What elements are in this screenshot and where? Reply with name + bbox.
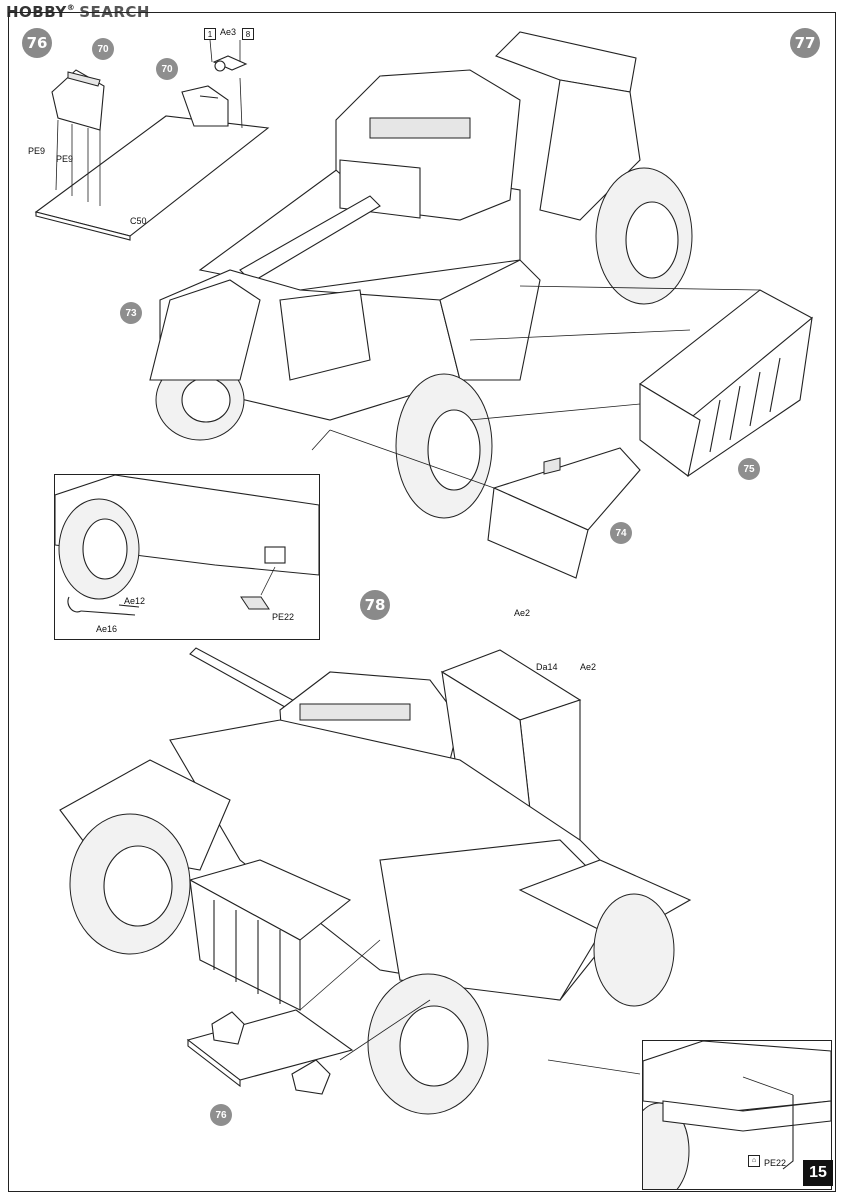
instruction-page-frame [8,12,836,1192]
callout-75: 75 [738,458,760,480]
inset-bracket-drawing [643,1041,831,1189]
part-box-1: 1 [204,28,216,40]
inset-fender-drawing [55,475,319,616]
label-ae3: Ae3 [220,27,237,37]
label-pe9-a: PE9 [28,146,46,156]
photo-etch-icon: ⌂ [748,1155,760,1167]
label-da14: Da14 [536,662,558,672]
label-ae2-b: Ae2 [580,662,597,672]
detail-inset-bracket [642,1040,832,1190]
callout-70-b: 70 [156,58,178,80]
label-ae12: Ae12 [124,596,146,606]
step-78-number: 78 [360,590,390,620]
callout-76: 76 [210,1104,232,1126]
step-77-number: 77 [790,28,820,58]
label-c50: C50 [130,216,147,226]
part-box-8: 8 [242,28,254,40]
label-pe22-a: PE22 [272,612,295,622]
label-pe9-b: PE9 [56,154,74,164]
label-ae16: Ae16 [96,624,118,634]
callout-73: 73 [120,302,142,324]
step-76-number: 76 [22,28,52,58]
step76-plate-drawing [34,39,270,241]
callout-74: 74 [610,522,632,544]
callout-70-a: 70 [92,38,114,60]
step78-vehicle-drawing [59,647,692,1115]
detail-inset-fender [54,474,320,640]
label-pe22-b: PE22 [764,1158,787,1168]
label-ae2-a: Ae2 [514,608,531,618]
page-number: 15 [803,1160,833,1186]
step77-vehicle-drawing [149,31,813,579]
